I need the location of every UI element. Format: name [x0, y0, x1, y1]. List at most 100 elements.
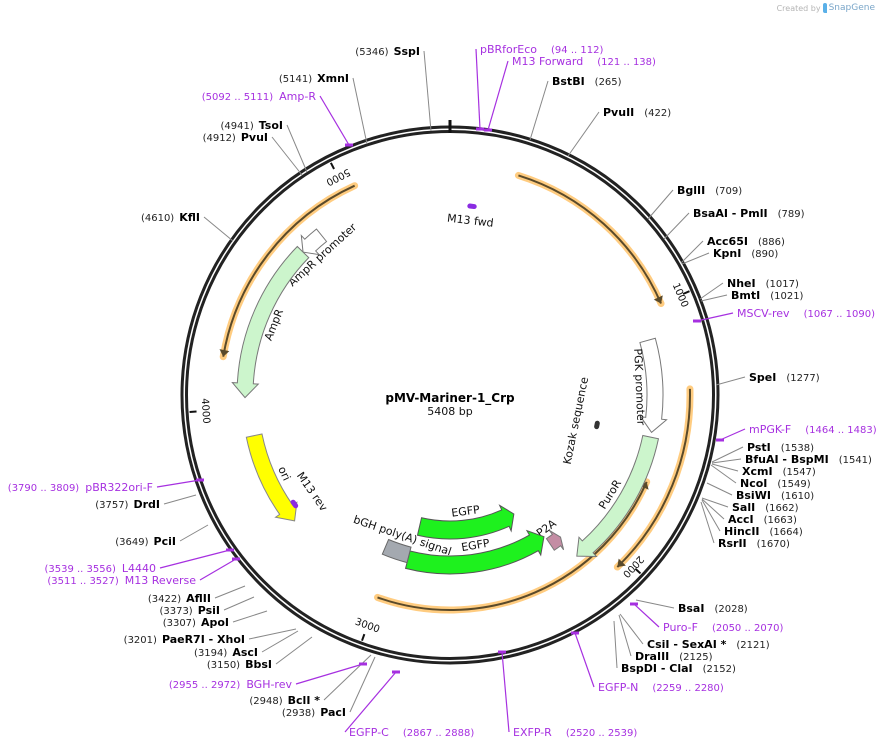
- enzyme-name: PacI: [320, 706, 346, 719]
- enzyme-site-csii-sexai[interactable]: CsiI - SexAI *(2121): [619, 613, 770, 651]
- enzyme-label: (2938)PacI: [282, 706, 346, 719]
- enzyme-site-acci[interactable]: AccI(1663): [701, 498, 797, 526]
- enzyme-site-spei[interactable]: SpeI(1277): [715, 371, 820, 386]
- enzyme-site-hincii[interactable]: HincII(1664): [701, 499, 803, 538]
- enzyme-site-drdi[interactable]: (3757)DrdI: [95, 494, 197, 511]
- feature-egfp-inner[interactable]: [416, 504, 515, 540]
- enzyme-site-ncoi[interactable]: NcoI(1549): [710, 464, 811, 490]
- primer-amp-r[interactable]: (5092 .. 5111)Amp-R: [202, 90, 353, 147]
- enzyme-leader-line: [680, 240, 704, 264]
- enzyme-site-pvui[interactable]: (4912)PvuI: [203, 131, 303, 176]
- enzyme-site-kfli[interactable]: (4610)KflI: [141, 211, 234, 242]
- primer-name: M13 Forward: [512, 55, 583, 68]
- enzyme-site-bsaai-pmli[interactable]: BsaAI - PmlI(789): [663, 207, 805, 240]
- enzyme-site-bspdi-clai[interactable]: BspDI - ClaI(2152): [613, 620, 736, 675]
- primer-label: EGFP-C(2867 .. 2888): [349, 726, 474, 739]
- primer-leader-line: [501, 651, 510, 733]
- primer-mpgk-f[interactable]: mPGK-F(1464 .. 1483): [716, 423, 877, 442]
- primer-egfp-n[interactable]: EGFP-N(2259 .. 2280): [571, 631, 724, 695]
- enzyme-site-aflii[interactable]: (3422)AflII: [148, 585, 246, 605]
- feature-ori[interactable]: [245, 433, 298, 522]
- enzyme-position: (3194): [194, 648, 227, 659]
- enzyme-leader-line: [700, 501, 715, 544]
- enzyme-site-pcii[interactable]: (3649)PciI: [115, 524, 209, 548]
- enzyme-name: AflII: [186, 592, 211, 605]
- enzyme-leader-line: [203, 216, 234, 242]
- primer-m13-reverse[interactable]: (3511 .. 3527)M13 Reverse: [47, 557, 240, 588]
- enzyme-leader-line: [701, 498, 725, 520]
- primer-range: (2955 .. 2972): [169, 680, 241, 691]
- enzyme-site-paci[interactable]: (2938)PacI: [282, 656, 376, 719]
- feature-p2a[interactable]: [545, 530, 565, 551]
- orf-line: [616, 388, 691, 568]
- primer-binding-marker-icon: [630, 602, 638, 606]
- primer-l4440[interactable]: (3539 .. 3556)L4440: [44, 548, 234, 576]
- enzyme-site-rsrii[interactable]: RsrII(1670): [700, 501, 790, 550]
- enzyme-site-psii[interactable]: (3373)PsiI: [159, 596, 255, 617]
- enzyme-site-sspi[interactable]: (5346)SspI: [355, 45, 432, 132]
- enzyme-leader-line: [619, 613, 644, 645]
- enzyme-label: (4610)KflI: [141, 211, 200, 224]
- feature-pgk-promoter[interactable]: [639, 337, 668, 434]
- enzyme-position: (422): [644, 108, 671, 119]
- enzyme-site-sali[interactable]: SalI(1662): [701, 497, 799, 514]
- primer-pbrforeco[interactable]: pBRforEco(94 .. 112): [475, 43, 603, 131]
- enzyme-site-nhei[interactable]: NheI(1017): [699, 277, 799, 300]
- primer-pbr322ori-f[interactable]: (3790 .. 3809)pBR322ori-F: [8, 478, 204, 495]
- feature-label: PGK promoter: [631, 348, 647, 426]
- enzyme-site-tsoi[interactable]: (4941)TsoI: [220, 119, 308, 173]
- primer-binding-marker-icon: [716, 438, 724, 442]
- enzyme-label: PstI(1538): [747, 441, 814, 454]
- enzyme-label: (3422)AflII: [148, 592, 211, 605]
- feature-puror[interactable]: [576, 434, 660, 558]
- primer-label: (5092 .. 5111)Amp-R: [202, 90, 317, 103]
- enzyme-leader-line: [271, 136, 303, 176]
- enzyme-site-draiii[interactable]: DraIII(2125): [618, 614, 713, 663]
- primer-exfp-r[interactable]: EXFP-R(2520 .. 2539): [498, 650, 637, 740]
- enzyme-site-kpni[interactable]: KpnI(890): [681, 247, 778, 265]
- enzyme-site-bbsi[interactable]: (3150)BbsI: [207, 636, 313, 671]
- enzyme-site-xmni[interactable]: (5141)XmnI: [279, 72, 368, 145]
- primer-name: pBRforEco: [480, 43, 537, 56]
- enzyme-position: (4610): [141, 213, 174, 224]
- m13-rev-label: M13 rev: [294, 470, 330, 514]
- enzyme-site-pvuii[interactable]: PvuII(422): [567, 106, 671, 157]
- enzyme-position: (789): [778, 209, 805, 220]
- orf-arrowhead-icon: [219, 349, 230, 357]
- feature-ampr[interactable]: [231, 245, 310, 399]
- primer-egfp-c[interactable]: EGFP-C(2867 .. 2888): [344, 670, 474, 740]
- enzyme-site-acc65i[interactable]: Acc65I(886): [680, 235, 785, 264]
- enzyme-leader-line: [710, 464, 737, 484]
- enzyme-site-psti[interactable]: PstI(1538): [711, 441, 814, 463]
- enzyme-site-asci[interactable]: (3194)AscI: [194, 630, 299, 659]
- enzyme-site-xcmi[interactable]: XcmI(1547): [711, 463, 816, 478]
- enzyme-position: (2121): [736, 640, 769, 651]
- enzyme-site-apoi[interactable]: (3307)ApoI: [163, 610, 268, 629]
- enzyme-site-bglii[interactable]: BglII(709): [647, 184, 742, 220]
- enzyme-name: ApoI: [201, 616, 229, 629]
- enzyme-label: (3373)PsiI: [159, 604, 220, 617]
- primer-bgh-rev[interactable]: (2955 .. 2972)BGH-rev: [169, 662, 367, 692]
- enzyme-site-paer7i-xhoi[interactable]: (3201)PaeR7I - XhoI: [124, 628, 297, 646]
- primer-puro-f[interactable]: Puro-F(2050 .. 2070): [630, 602, 783, 635]
- enzyme-position: (2125): [679, 652, 712, 663]
- enzyme-site-bsai[interactable]: BsaI(2028): [635, 599, 748, 615]
- primer-range: (1067 .. 1090): [804, 309, 876, 320]
- feature-label: EGFP: [451, 503, 481, 520]
- enzyme-label: SalI(1662): [732, 501, 799, 514]
- enzyme-site-bsiwi[interactable]: BsiWI(1610): [706, 482, 814, 502]
- enzyme-leader-line: [701, 499, 721, 532]
- primer-label: M13 Forward(121 .. 138): [512, 55, 656, 68]
- primer-name: pBR322ori-F: [85, 481, 153, 494]
- primer-mscv-rev[interactable]: MSCV-rev(1067 .. 1090): [693, 307, 875, 323]
- primer-m13-forward[interactable]: M13 Forward(121 .. 138): [484, 55, 656, 132]
- orf-glow: [514, 171, 665, 308]
- enzyme-site-bfuai-bspmi[interactable]: BfuAI - BspMI(1541): [711, 453, 872, 466]
- feature-ampr-promoter[interactable]: [300, 228, 328, 256]
- enzyme-name: PaeR7I - XhoI: [162, 633, 245, 646]
- feature-egfp-outer[interactable]: [404, 529, 545, 575]
- enzyme-site-bmti[interactable]: BmtI(1021): [700, 289, 804, 302]
- enzyme-position: (5346): [355, 47, 388, 58]
- enzyme-site-bstbi[interactable]: BstBI(265): [529, 75, 622, 141]
- feature-bgh-poly-a-signal[interactable]: [381, 538, 412, 564]
